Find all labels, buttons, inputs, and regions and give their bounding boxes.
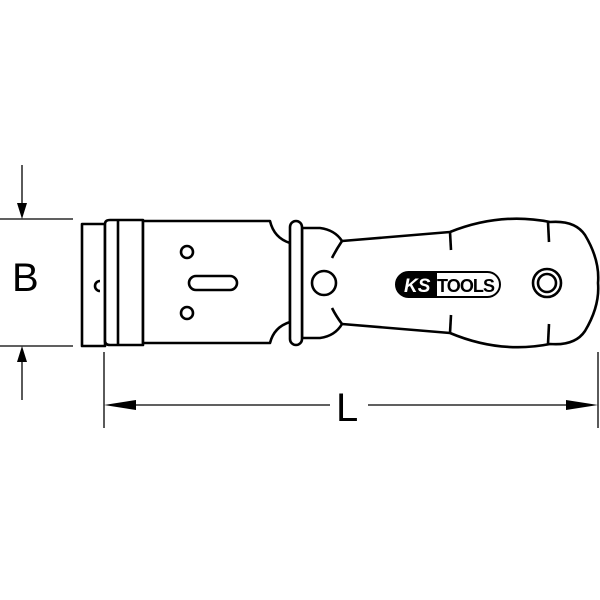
ks-tools-logo: KS TOOLS (395, 271, 501, 298)
grip-seam (448, 231, 453, 251)
dimension-label-l: L (336, 386, 359, 430)
arrow-left-icon (104, 400, 136, 410)
neck-curve-bottom (330, 307, 344, 325)
svg-text:TOOLS: TOOLS (437, 276, 495, 296)
ferrule-ring (288, 219, 304, 347)
dimension-lines (0, 165, 599, 428)
arrow-right-icon (566, 400, 598, 410)
grip-seam (546, 323, 551, 345)
slot (187, 274, 239, 292)
dimension-label-b: B (12, 256, 39, 300)
arrow-down-icon (17, 203, 27, 219)
hang-hole (310, 269, 338, 297)
cap-notch (93, 279, 101, 293)
blade-cap (80, 222, 107, 348)
end-screw-inner (536, 272, 558, 294)
svg-text:KS: KS (404, 276, 431, 297)
neck-curve-top (330, 240, 344, 259)
arrowheads (17, 203, 598, 410)
hole-top (179, 244, 195, 260)
arrow-up-icon (17, 346, 27, 362)
grip-seam (448, 314, 453, 334)
grip-seam (546, 221, 551, 243)
band-outer (103, 218, 145, 347)
scraper-tool (80, 217, 600, 349)
hole-bottom (179, 305, 195, 321)
